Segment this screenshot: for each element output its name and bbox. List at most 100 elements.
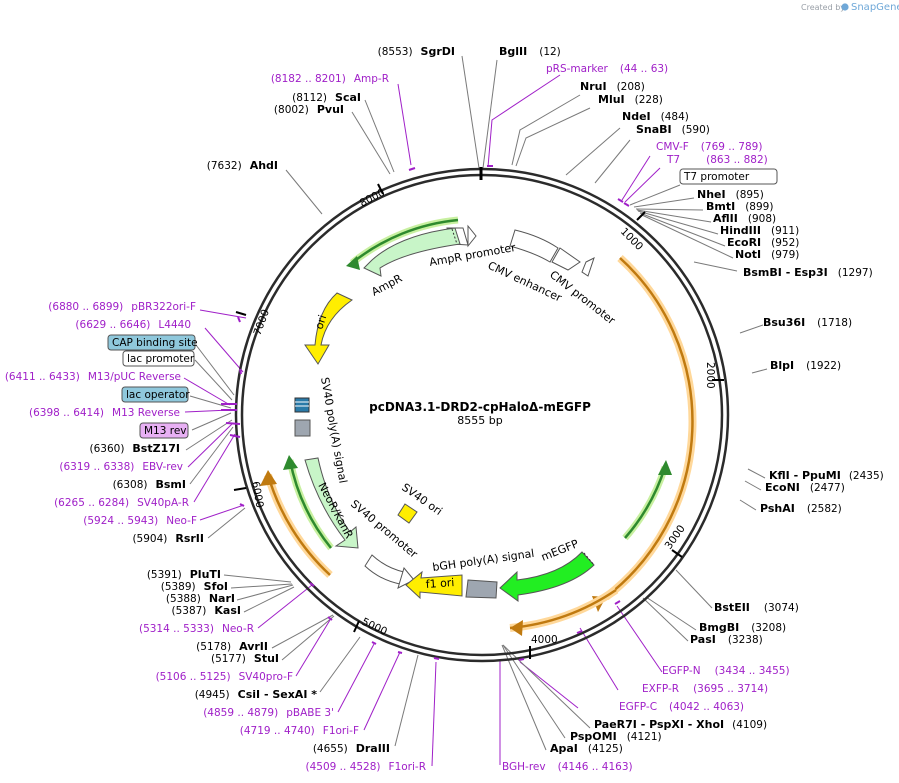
site-mlui[interactable]: MluI(228) xyxy=(598,93,663,106)
ampr-label: AmpR xyxy=(369,272,404,299)
site-avrii[interactable]: (5178)AvrII xyxy=(196,640,268,653)
site-pbabe-3[interactable]: (4859 .. 4879)pBABE 3' xyxy=(203,707,334,719)
f1-ori-arrow[interactable] xyxy=(405,570,463,600)
cmv-enhancer-arrow[interactable] xyxy=(509,229,559,263)
site-bglii[interactable]: BglII(12) xyxy=(499,45,561,58)
lac-operator-box[interactable] xyxy=(121,386,189,403)
label-connectors xyxy=(183,55,768,767)
site-m13-puc-reverse[interactable]: (6411 .. 6433)M13/pUC Reverse xyxy=(5,371,181,383)
site-hindiii[interactable]: HindIII(911) xyxy=(720,224,799,237)
site-neo-r[interactable]: (5314 .. 5333)Neo-R xyxy=(139,623,254,635)
ori-label: ori xyxy=(312,313,329,331)
site-econi[interactable]: EcoNI(2477) xyxy=(765,481,845,494)
site-ahdi[interactable]: (7632)AhdI xyxy=(207,159,278,172)
site-sv40pa-r[interactable]: (6265 .. 6284)SV40pA-R xyxy=(54,497,189,509)
site-bsmi[interactable]: (6308)BsmI xyxy=(113,478,186,491)
m13-rev-box[interactable] xyxy=(139,422,189,439)
site-bmgbi[interactable]: BmgBI(3208) xyxy=(699,621,786,634)
site-pshai[interactable]: PshAI(2582) xyxy=(760,502,842,515)
tick-label-5000: 5000 xyxy=(360,616,389,638)
site-f1ori-r[interactable]: (4509 .. 4528)F1ori-R xyxy=(306,761,426,773)
site-pasi[interactable]: PasI(3238) xyxy=(690,633,763,646)
site-sv40pro-f[interactable]: (5106 .. 5125)SV40pro-F xyxy=(156,671,293,683)
site-apai[interactable]: ApaI(4125) xyxy=(550,742,623,755)
site-amp-r[interactable]: (8182 .. 8201)Amp-R xyxy=(271,73,389,85)
lac-operator-label: lac operator xyxy=(126,389,190,401)
site-nhei[interactable]: NheI(895) xyxy=(697,188,764,201)
sv40-ori-block[interactable] xyxy=(397,503,418,524)
site-snabi[interactable]: SnaBI(590) xyxy=(636,123,710,136)
site-csii-sexai[interactable]: (4945)CsiI - SexAI * xyxy=(195,688,318,701)
bgh-polya-label: bGH poly(A) signal xyxy=(432,547,536,574)
site-bgh-rev[interactable]: BGH-rev(4146 .. 4163) xyxy=(502,761,633,773)
site-pspomi[interactable]: PspOMI(4121) xyxy=(570,730,662,743)
site-sfoi[interactable]: (5389)SfoI xyxy=(161,580,228,593)
site-pluti[interactable]: (5391)PluTI xyxy=(147,568,221,581)
site-ndei[interactable]: NdeI(484) xyxy=(622,110,689,123)
bgh-polya-block[interactable] xyxy=(465,579,498,599)
site-sgrdi[interactable]: (8553)SgrDI xyxy=(378,45,455,58)
primer-marks xyxy=(221,165,630,661)
snapgene-logo-icon xyxy=(841,3,849,11)
site-pvui[interactable]: (8002)PvuI xyxy=(274,103,344,116)
tick-label-8000: 8000 xyxy=(358,187,387,210)
site-prs-marker[interactable]: pRS-marker(44 .. 63) xyxy=(546,63,668,75)
ori-arrow[interactable] xyxy=(304,292,354,365)
tick-label-1000: 1000 xyxy=(618,226,645,253)
site-ebv-rev[interactable]: (6319 .. 6338)EBV-rev xyxy=(59,461,183,473)
site-blpi[interactable]: BlpI(1922) xyxy=(770,359,841,372)
site-t7[interactable]: T7(863 .. 882) xyxy=(666,154,768,166)
orf-arcs-green xyxy=(283,216,672,551)
sv40-polya-label: SV40 poly(A) signal xyxy=(318,376,349,484)
m13-rev-label: M13 rev xyxy=(144,425,187,437)
site-ecori[interactable]: EcoRI(952) xyxy=(727,236,799,249)
site-kasi[interactable]: (5387)KasI xyxy=(171,604,241,617)
site-pbr322ori-f[interactable]: (6880 .. 6899)pBR322ori-F xyxy=(48,301,196,313)
sites-left: (8553)SgrDI (8182 .. 8201)Amp-R (8112)Sc… xyxy=(5,45,455,773)
site-kfli-ppumi[interactable]: KflI - PpuMI(2435) xyxy=(769,469,884,482)
site-exfp-r[interactable]: EXFP-R(3695 .. 3714) xyxy=(642,683,768,695)
plasmid-name: pcDNA3.1-DRD2-cpHaloΔ-mEGFP xyxy=(369,400,591,414)
sv40-polya-block[interactable] xyxy=(294,397,310,413)
site-f1ori-f[interactable]: (4719 .. 4740)F1ori-F xyxy=(240,725,359,737)
site-draiii[interactable]: (4655)DraIII xyxy=(313,742,390,755)
t7-promoter-box[interactable] xyxy=(679,168,778,185)
site-egfp-n[interactable]: EGFP-N(3434 .. 3455) xyxy=(662,665,790,677)
site-nari[interactable]: (5388)NarI xyxy=(166,592,235,605)
site-neo-f[interactable]: (5924 .. 5943)Neo-F xyxy=(83,515,197,527)
site-bmti[interactable]: BmtI(899) xyxy=(706,200,773,213)
site-bstz17i[interactable]: (6360)BstZ17I xyxy=(90,442,181,455)
site-bsu36i[interactable]: Bsu36I(1718) xyxy=(763,316,852,329)
site-bsteii[interactable]: BstEII(3074) xyxy=(714,601,799,614)
cap-binding-site-label: CAP binding site xyxy=(112,337,198,349)
lac-promoter-label: lac promoter xyxy=(127,353,195,365)
sv40-promoter-arrow[interactable] xyxy=(364,554,405,585)
site-cmv-f[interactable]: CMV-F(769 .. 789) xyxy=(656,141,762,153)
site-aflii[interactable]: AflII(908) xyxy=(713,212,776,225)
neo-kanr-arrow[interactable] xyxy=(304,457,359,549)
f1-ori-label: f1 ori xyxy=(425,576,455,591)
site-scai[interactable]: (8112)ScaI xyxy=(292,91,361,104)
site-m13-reverse[interactable]: (6398 .. 6414)M13 Reverse xyxy=(29,407,180,419)
tick-label-2000: 2000 xyxy=(704,362,716,389)
ampr-arrow[interactable] xyxy=(363,227,461,277)
credit-brand: SnapGene xyxy=(851,2,899,13)
site-l4440[interactable]: (6629 .. 6646)L4440 xyxy=(75,319,191,331)
lac-promoter-box[interactable] xyxy=(122,350,195,367)
credit-label: Created by xyxy=(801,3,845,12)
site-nrui[interactable]: NruI(208) xyxy=(580,80,645,93)
features xyxy=(294,224,595,602)
tick-label-4000: 4000 xyxy=(531,634,558,646)
t7-promoter-label: T7 promoter xyxy=(683,171,750,183)
site-egfp-c[interactable]: EGFP-C(4042 .. 4063) xyxy=(619,701,744,713)
site-paer7i-pspxi-xhoi[interactable]: PaeR7I - PspXI - XhoI(4109) xyxy=(594,718,767,731)
site-bsmbi-esp3i[interactable]: BsmBI - Esp3I(1297) xyxy=(743,266,873,279)
site-stui[interactable]: (5177)StuI xyxy=(211,652,279,665)
megfp-arrow[interactable] xyxy=(499,551,595,602)
cmv-promoter-arrow[interactable] xyxy=(581,257,595,277)
cap-binding-site-box[interactable] xyxy=(107,334,196,351)
site-noti[interactable]: NotI(979) xyxy=(735,248,799,261)
plasmid-length: 8555 bp xyxy=(457,414,502,427)
site-rsrii[interactable]: (5904)RsrII xyxy=(132,532,204,545)
